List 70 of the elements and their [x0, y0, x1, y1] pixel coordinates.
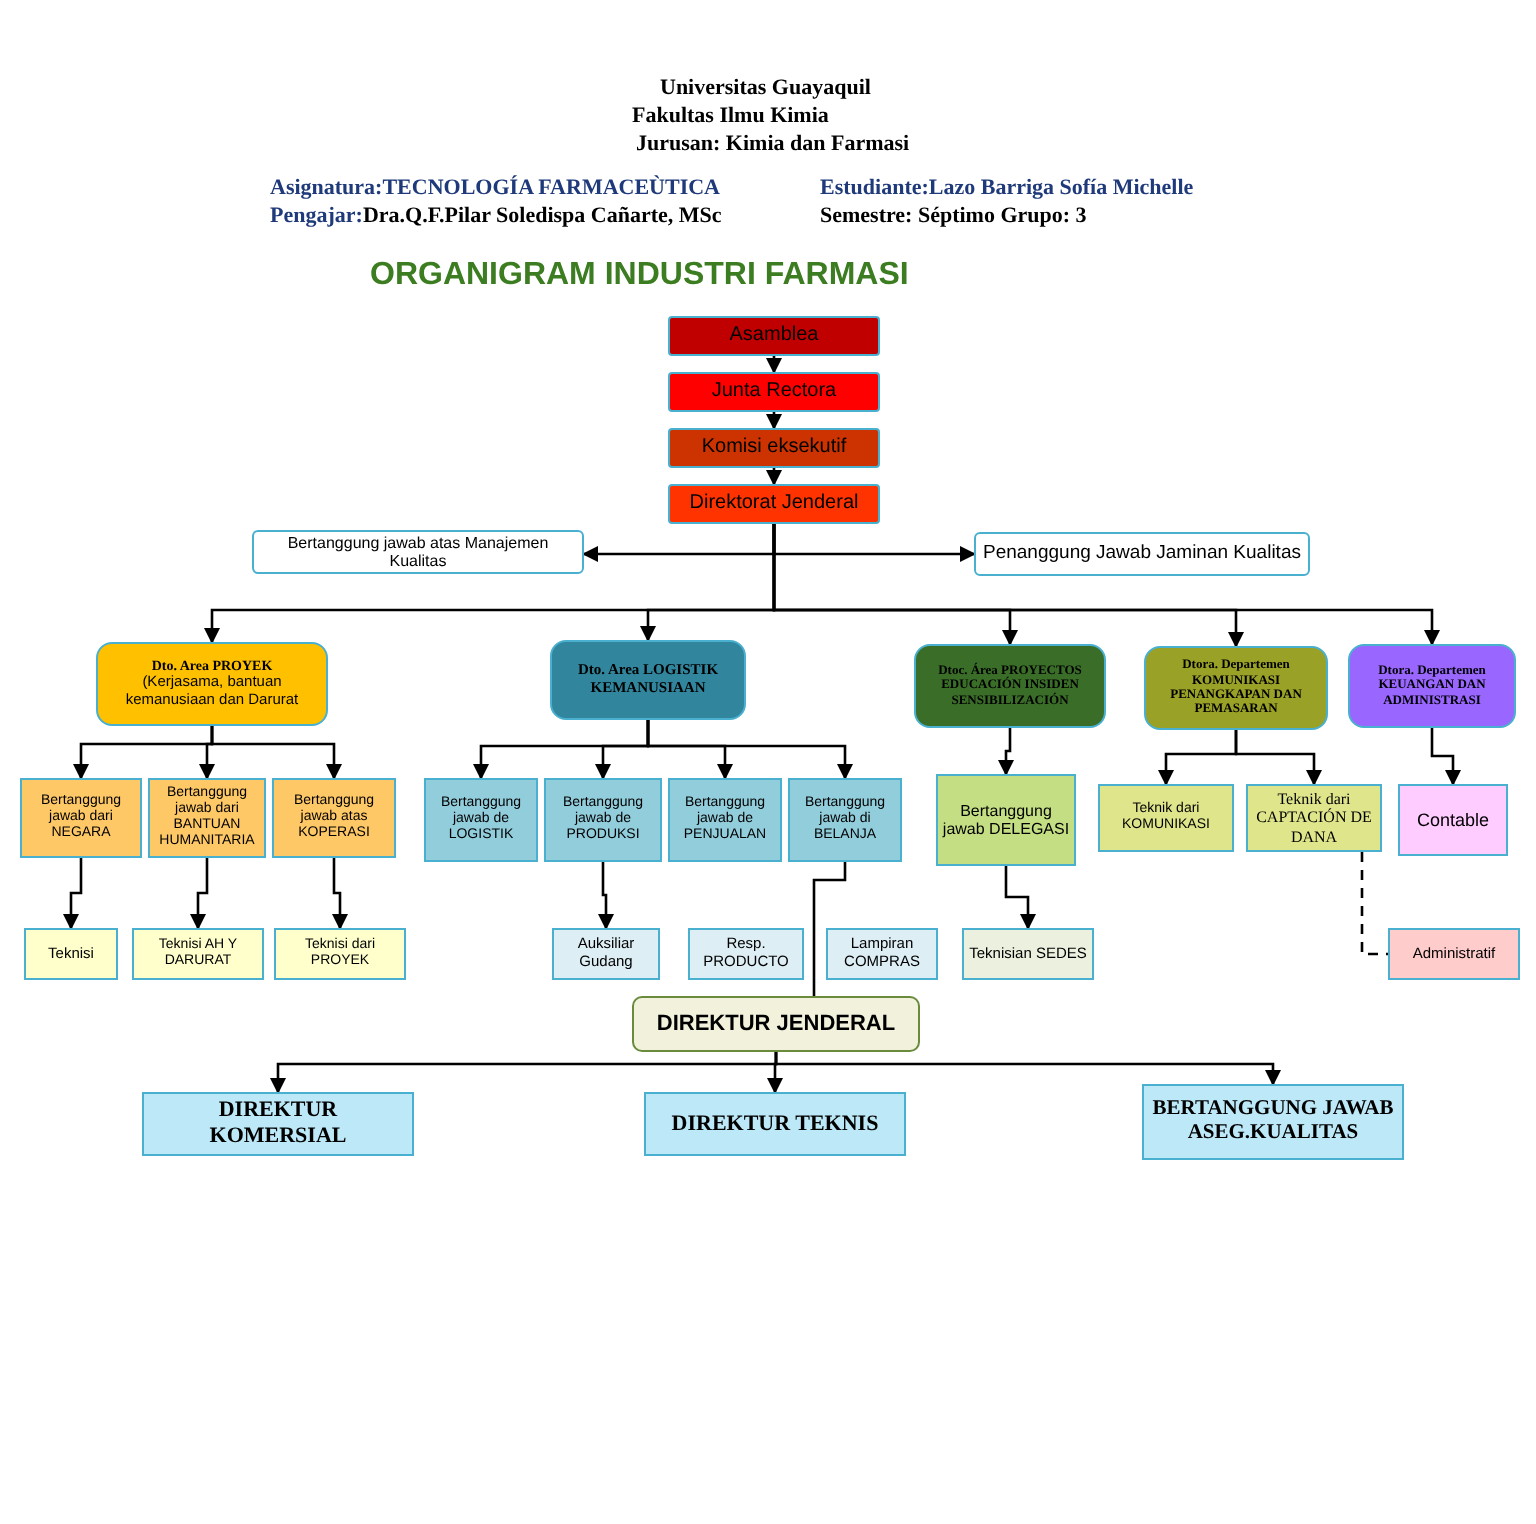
- box-label: DIREKTUR JENDERAL: [656, 1011, 896, 1037]
- org-box: [1144, 646, 1328, 730]
- box-label: Teknik dari CAPTACIÓN DE DANA: [1254, 790, 1374, 846]
- connector-arrow: [332, 858, 348, 930]
- org-box: [668, 484, 880, 524]
- org-box: [96, 642, 328, 726]
- connector-arrow: [1004, 866, 1036, 930]
- org-box: [132, 928, 264, 980]
- box-label: Bertanggung jawab atas Manajemen Kualitas: [285, 533, 551, 571]
- org-box: [544, 778, 662, 862]
- org-box: [20, 778, 142, 858]
- org-box: [668, 316, 880, 356]
- org-box: [1142, 1084, 1404, 1160]
- header-text: Universitas Guayaquil: [660, 76, 871, 100]
- org-box: [788, 778, 902, 862]
- connector-arrow: [190, 858, 209, 930]
- box-label: Direktorat Jenderal: [689, 492, 859, 516]
- org-box: [688, 928, 804, 980]
- header-text: Semestre: Séptimo Grupo: 3: [820, 204, 1087, 228]
- org-box: [668, 778, 782, 862]
- org-box: [826, 928, 938, 980]
- connector-arrow: [766, 468, 782, 486]
- org-box: [632, 996, 920, 1052]
- box-label: BERTANGGUNG JAWAB ASEG.KUALITAS: [1150, 1097, 1396, 1147]
- header-text: Pengajar:Dra.Q.F.Pilar Soledispa Cañarte, MSc: [270, 204, 722, 228]
- org-box: [1398, 784, 1508, 856]
- box-label: DIREKTUR TEKNIS: [671, 1111, 879, 1137]
- org-box: [24, 928, 118, 980]
- connector-arrow: [766, 412, 782, 430]
- org-box: [668, 372, 880, 412]
- org-box: [272, 778, 396, 858]
- connector-arrow: [598, 862, 614, 930]
- box-label: Penanggung Jawab Jaminan Kualitas: [983, 543, 1301, 565]
- org-box: [424, 778, 538, 862]
- org-box: [644, 1092, 906, 1156]
- connector-line: [1360, 852, 1388, 956]
- note-box: [974, 532, 1310, 576]
- connector-arrow: [774, 1052, 1281, 1086]
- connector-arrow: [998, 728, 1014, 776]
- box-label: Junta Rectora: [711, 380, 837, 404]
- org-box: [1388, 928, 1520, 980]
- connector-arrow: [766, 356, 782, 374]
- header-text: Asignatura:TECNOLOGÍA FARMACEÙTICA: [270, 176, 721, 200]
- org-box: [142, 1092, 414, 1156]
- org-box: [1348, 644, 1516, 728]
- org-box: [936, 774, 1076, 866]
- org-box: [914, 644, 1106, 728]
- connector-line: [812, 862, 847, 996]
- box-label: Asamblea: [729, 324, 819, 348]
- box-label: DIREKTUR KOMERSIAL: [207, 1098, 349, 1150]
- org-box: [962, 928, 1094, 980]
- box-label: Bertanggung jawab DELEGASI: [942, 801, 1070, 839]
- org-box: [1098, 784, 1234, 852]
- org-box: [552, 928, 660, 980]
- connector-arrow: [646, 720, 853, 780]
- connector-arrow: [1234, 730, 1322, 786]
- header-text: Jurusan: Kimia dan Farmasi: [636, 132, 910, 156]
- connector-arrow: [772, 524, 1440, 646]
- connector-arrow: [1430, 728, 1461, 786]
- box-label: Komisi eksekutif: [701, 436, 847, 460]
- box-label: Contable: [1416, 809, 1490, 831]
- org-box: [550, 640, 746, 720]
- header-text: Fakultas Ilmu Kimia: [632, 104, 829, 128]
- note-box: [252, 530, 584, 574]
- connector-arrow: [210, 726, 342, 780]
- org-box: [274, 928, 406, 980]
- chart-title: ORGANIGRAM INDUSTRI FARMASI: [370, 258, 909, 294]
- connector-arrow: [63, 858, 83, 930]
- header-text: Estudiante:Lazo Barriga Sofía Michelle: [820, 176, 1194, 200]
- org-box: [668, 428, 880, 468]
